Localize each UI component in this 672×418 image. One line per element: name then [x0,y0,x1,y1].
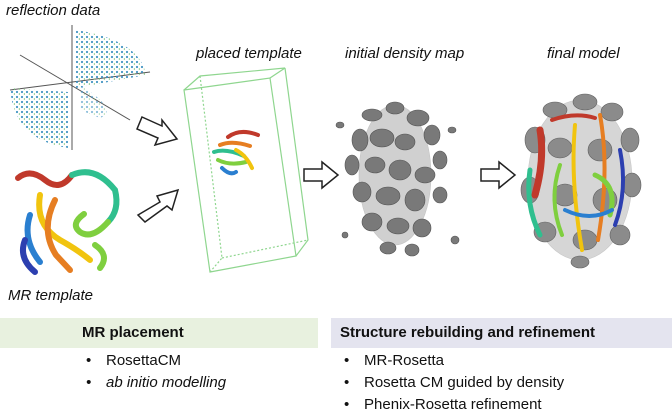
arrow-placed-to-density [303,160,340,190]
arrow-density-to-final [480,160,517,190]
placed-template-label: placed template [196,45,302,62]
initial-density-map-label: initial density map [345,45,465,62]
mr-template-ribbon [15,169,120,275]
mr-placement-list: RosettaCM ab initio modelling [82,350,226,394]
list-item: RosettaCM [82,350,226,372]
arrow-reflection-to-placed [136,115,179,147]
initial-density-map [335,101,460,257]
final-model-label: final model [547,45,620,62]
list-item: ab initio modelling [82,372,226,394]
placed-template-box [183,67,309,273]
reflection-data-label: reflection data [6,2,101,19]
placed-template-ribbon [212,130,260,176]
pipeline-figure [9,25,642,275]
mr-placement-header-bar [0,318,318,348]
arrow-template-to-placed [136,188,180,223]
final-model-image [520,93,642,269]
mr-placement-title: MR placement [82,324,184,341]
list-item: MR-Rosetta [340,350,564,372]
mr-template-label: MR template [8,287,94,304]
rebuilding-title: Structure rebuilding and refinement [340,324,596,341]
rebuilding-header-bar [331,318,672,348]
rebuilding-list: MR-Rosetta Rosetta CM guided by density … [340,350,564,416]
list-item: Phenix-Rosetta refinement [340,394,564,416]
reflection-data-image [9,25,151,150]
list-item: Rosetta CM guided by density [340,372,564,394]
